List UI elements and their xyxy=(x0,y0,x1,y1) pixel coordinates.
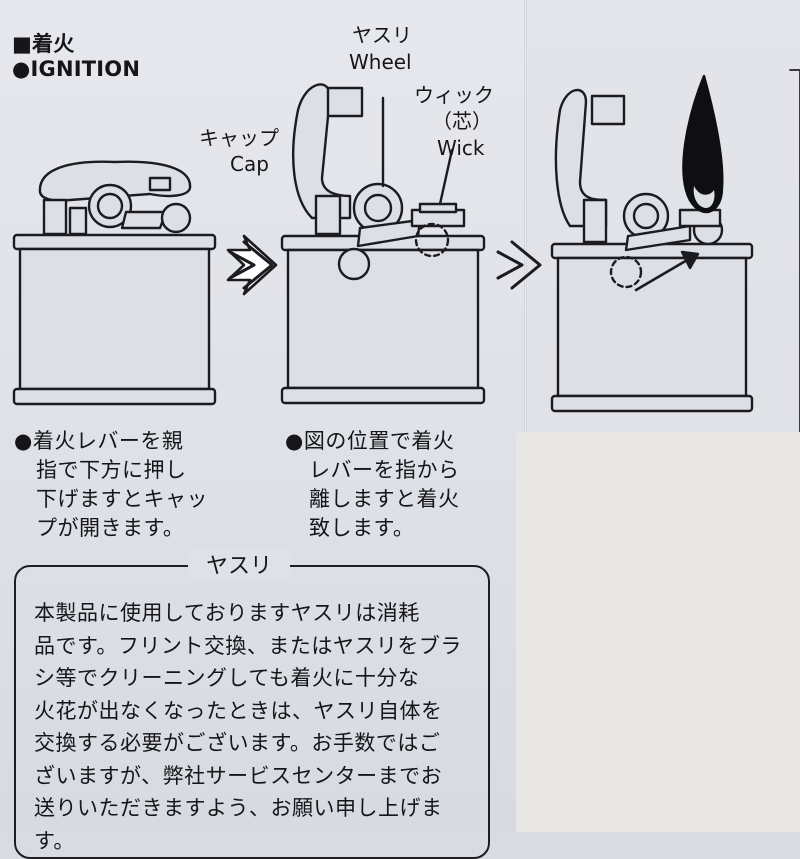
lighter-lit-illustration xyxy=(550,74,754,413)
page-fold xyxy=(524,0,527,832)
section-title-en: ●IGNITION xyxy=(12,57,141,81)
ignition-figure xyxy=(12,69,800,432)
right-arrow-icon xyxy=(496,240,542,290)
caption-line: ●着火レバーを親 xyxy=(14,429,184,453)
wheel-label-en: Wheel xyxy=(349,50,412,74)
cap-label-jp: キャップ xyxy=(199,126,279,150)
note-line: す。 xyxy=(34,828,75,853)
flame-icon xyxy=(682,74,724,214)
caption-line: 指で下方に押し xyxy=(36,458,187,482)
note-line: ざいますが、弊社サービスセンターまでお xyxy=(34,763,443,788)
lighter-open-illustration xyxy=(280,83,486,405)
blank-area xyxy=(516,432,800,832)
wheel-label-jp: ヤスリ xyxy=(352,23,412,47)
wick-label-jp-paren: （芯） xyxy=(432,109,492,133)
note-title: ヤスリ xyxy=(188,548,291,580)
note-line: 品です。フリント交換、またはヤスリをブラ xyxy=(34,633,462,658)
caption-line: ●図の位置で着火 xyxy=(285,429,455,453)
step2-caption: ●図の位置で着火 レバーを指から 離しますと着火 致します。 xyxy=(285,427,460,543)
caption-line: 致します。 xyxy=(309,516,415,540)
caption-line: 離しますと着火 xyxy=(309,487,460,511)
section-title-jp: ■着火 xyxy=(12,32,75,56)
note-line: 本製品に使用しておりますヤスリは消耗 xyxy=(34,601,420,625)
caption-line: プが開きます。 xyxy=(36,516,185,540)
right-arrow-icon xyxy=(228,240,274,290)
step1-caption: ●着火レバーを親 指で下方に押し 下げますとキャッ プが開きます。 xyxy=(14,427,208,543)
note-line: 交換する必要がございます。お手数ではご xyxy=(34,731,441,755)
caption-line: レバーを指から xyxy=(309,458,460,482)
wick-label-jp: ウィック xyxy=(414,83,494,107)
wick-label-en: Wick xyxy=(437,136,485,160)
cap-label-en: Cap xyxy=(230,152,269,176)
note-line: 送りいただきますよう、お願い申し上げま xyxy=(34,796,443,820)
note-line: シ等でクリーニングしても着火に十分な xyxy=(34,666,420,690)
lighter-closed-illustration xyxy=(12,160,217,406)
caption-line: 下げますとキャッ xyxy=(36,487,208,511)
note-body: 本製品に使用しておりますヤスリは消耗 品です。フリント交換、またはヤスリをブラ … xyxy=(34,597,462,857)
manual-page-left xyxy=(0,0,526,832)
note-line: 火花が出なくなったときは、ヤスリ自体を xyxy=(34,698,443,723)
